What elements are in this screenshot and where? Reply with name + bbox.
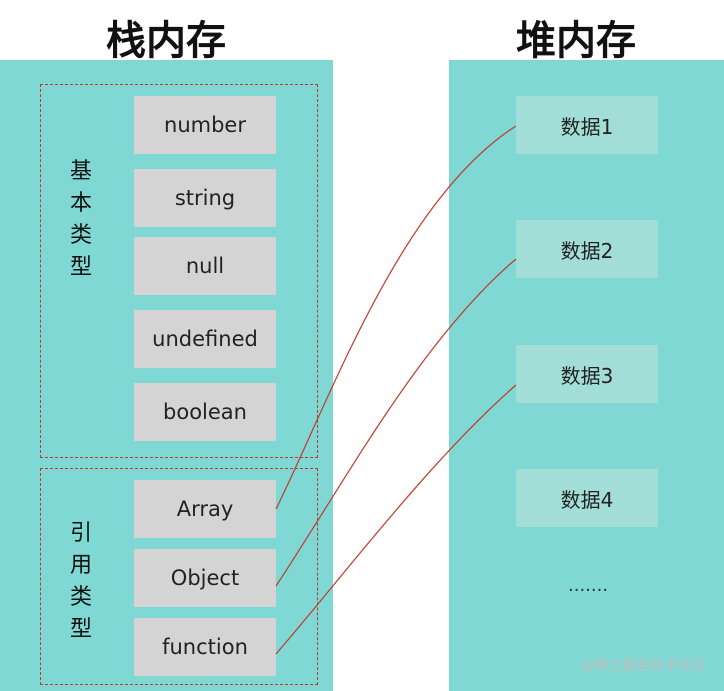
heap-ellipsis: ....... xyxy=(568,575,609,596)
stack-item-function: function xyxy=(134,618,276,676)
basic-types-group xyxy=(40,84,318,458)
reference-types-label: 引 用 类 型 xyxy=(69,521,92,642)
stack-item-undefined: undefined xyxy=(134,310,276,368)
connector-function-to-data3 xyxy=(275,384,517,655)
stack-title: 栈内存 xyxy=(106,18,226,64)
reference-types-group xyxy=(40,468,318,685)
stack-item-string: string xyxy=(134,169,276,227)
stack-item-number: number xyxy=(134,96,276,154)
watermark: @稀土掘金技术社区 xyxy=(580,658,706,674)
heap-item-1: 数据1 xyxy=(516,96,658,154)
stack-item-boolean: boolean xyxy=(134,383,276,441)
heap-item-3: 数据3 xyxy=(516,345,658,403)
heap-item-4: 数据4 xyxy=(516,469,658,527)
stack-item-null: null xyxy=(134,237,276,295)
connector-array-to-data1 xyxy=(275,125,517,510)
heap-item-2: 数据2 xyxy=(516,220,658,278)
basic-types-label: 基 本 类 型 xyxy=(69,159,92,280)
connector-object-to-data2 xyxy=(275,258,517,587)
heap-title: 堆内存 xyxy=(516,18,636,64)
stack-item-array: Array xyxy=(134,480,276,538)
stack-item-object: Object xyxy=(134,549,276,607)
